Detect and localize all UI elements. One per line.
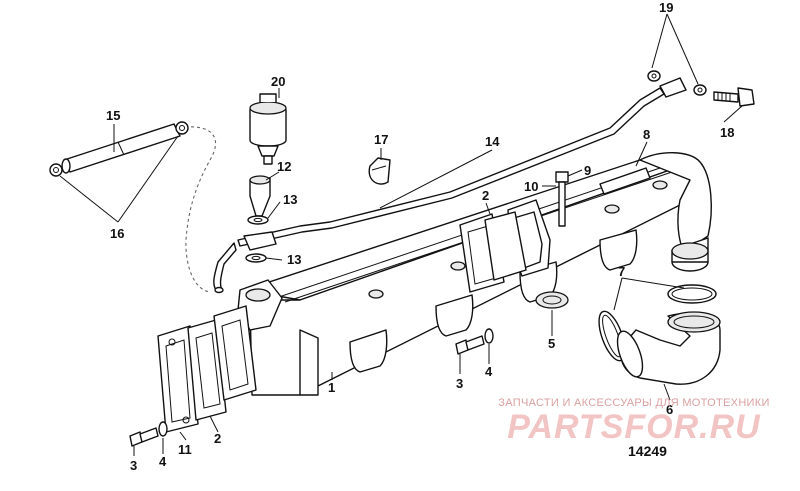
callout-5: 5 — [548, 336, 555, 351]
watermark-tagline: ЗАПЧАСТИ И АКСЕССУАРЫ ДЛЯ МОТОТЕХНИКИ — [498, 397, 770, 409]
part-5-clamp — [535, 291, 569, 309]
callout-15: 15 — [106, 108, 120, 123]
part-7-hose-clamps — [598, 284, 717, 362]
callout-3-right: 3 — [456, 376, 463, 391]
part-11-gasket — [157, 325, 199, 433]
part-4-washer-right — [484, 328, 494, 344]
part-12-fitting — [249, 175, 271, 217]
callout-2-lower: 2 — [214, 431, 221, 446]
callout-17: 17 — [374, 132, 388, 147]
callout-labels: 1 2 2 3 3 4 4 5 6 7 8 9 10 11 12 13 13 1… — [106, 0, 734, 473]
callout-18: 18 — [720, 125, 734, 140]
leader-lines — [59, 13, 743, 456]
part-14-tube — [213, 77, 687, 294]
part-20-temperature-sender — [249, 93, 287, 165]
callout-16: 16 — [110, 226, 124, 241]
part-16-hose-clamps — [49, 121, 189, 177]
part-13-banjo — [243, 231, 277, 251]
callout-12: 12 — [277, 159, 291, 174]
part-6-exhaust-hose-elbow — [616, 311, 721, 385]
callout-13-lower: 13 — [287, 252, 301, 267]
part-2-gasket-upper — [459, 211, 527, 293]
part-3-bolt-right — [455, 335, 485, 355]
part-19-washers — [647, 70, 707, 96]
callout-1: 1 — [328, 380, 335, 395]
part-17-clip — [368, 157, 391, 185]
callout-20: 20 — [271, 74, 285, 89]
drawing-number: 14249 — [628, 443, 667, 459]
hose-route-dashed — [184, 126, 217, 293]
callout-8: 8 — [643, 127, 650, 142]
callout-11: 11 — [178, 442, 192, 457]
callout-3-left: 3 — [130, 458, 137, 473]
part-4-washer-left — [158, 421, 168, 437]
watermark-brand: PARTSFOR.RU — [507, 408, 761, 446]
part-13-washer-lower — [245, 253, 267, 263]
callout-14: 14 — [485, 134, 500, 149]
callout-9: 9 — [584, 163, 591, 178]
callout-7: 7 — [618, 264, 625, 279]
callout-13-upper: 13 — [283, 192, 297, 207]
part-15-hose — [61, 123, 181, 174]
part-8-exhaust-elbow — [599, 167, 651, 195]
callout-2-upper: 2 — [482, 188, 489, 203]
callout-10: 10 — [524, 179, 538, 194]
callout-19: 19 — [659, 0, 673, 15]
part-13-washer-upper — [247, 215, 269, 225]
callout-6: 6 — [666, 402, 673, 417]
part-2-gasket-lower — [187, 305, 257, 421]
part-18-bolt — [713, 87, 755, 107]
callout-4-left: 4 — [159, 454, 167, 469]
part-3-bolt-left — [129, 427, 159, 447]
callout-4-right: 4 — [485, 364, 493, 379]
part-9-bolt — [555, 171, 569, 227]
